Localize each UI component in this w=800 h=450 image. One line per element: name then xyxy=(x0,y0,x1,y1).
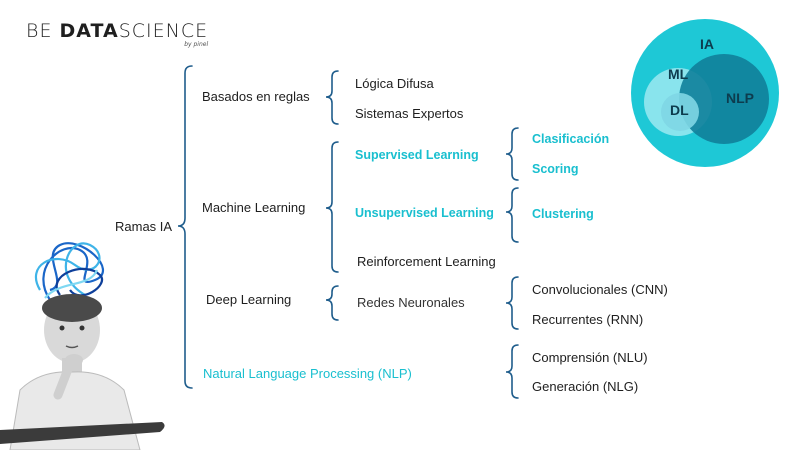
hair-shape xyxy=(42,294,102,322)
venn-label-dl: DL xyxy=(670,102,689,118)
ml-reinforcement: Reinforcement Learning xyxy=(357,254,496,269)
redes-child-2: Recurrentes (RNN) xyxy=(532,312,644,327)
nlp-child-2: Generación (NLG) xyxy=(532,379,639,394)
logo-part-be: BE xyxy=(26,20,60,42)
venn-shapes xyxy=(631,19,779,167)
branch-nlp: Natural Language Processing (NLP) xyxy=(203,366,412,381)
root-label: Ramas IA xyxy=(115,219,173,234)
bracket-unsupervised xyxy=(505,187,519,243)
reglas-child-2: Sistemas Expertos xyxy=(355,106,464,121)
bracket-root xyxy=(177,65,193,389)
dl-redes: Redes Neuronales xyxy=(357,295,465,310)
nlp-child-1: Comprensión (NLU) xyxy=(532,350,648,365)
branch-dl: Deep Learning xyxy=(206,292,292,307)
redes-child-1: Convolucionales (CNN) xyxy=(532,282,668,297)
reglas-child-1: Lógica Difusa xyxy=(355,76,434,91)
ml-supervised: Supervised Learning xyxy=(355,148,479,162)
bracket-supervised xyxy=(505,127,519,181)
venn-label-ml: ML xyxy=(668,66,689,82)
logo-byline: by pinel xyxy=(184,41,209,48)
bracket-redes xyxy=(505,276,519,330)
venn-label-ia: IA xyxy=(700,36,714,52)
venn-diagram: IA ML DL NLP xyxy=(620,18,790,168)
venn-dl-circle xyxy=(661,93,699,131)
bracket-dl xyxy=(325,285,339,321)
supervised-child-1: Clasificación xyxy=(532,132,610,146)
branch-reglas: Basados en reglas xyxy=(202,89,310,104)
unsupervised-child-1: Clustering xyxy=(532,207,594,221)
ml-unsupervised: Unsupervised Learning xyxy=(355,206,494,220)
branch-ml: Machine Learning xyxy=(202,200,306,215)
thought-scribble-icon xyxy=(34,242,104,301)
venn-label-nlp: NLP xyxy=(726,90,754,106)
bracket-nlp xyxy=(505,344,519,399)
bracket-ml xyxy=(325,141,339,273)
bracket-reglas xyxy=(325,70,339,125)
logo-part-data: DATA xyxy=(59,20,119,42)
brand-logo: BE DATASCIENCE by pinel xyxy=(26,20,209,48)
thinking-person-illustration xyxy=(0,242,165,450)
venn-nlp-circle xyxy=(679,54,769,144)
logo-part-science: SCIENCE xyxy=(118,20,209,42)
supervised-child-2: Scoring xyxy=(532,162,579,176)
